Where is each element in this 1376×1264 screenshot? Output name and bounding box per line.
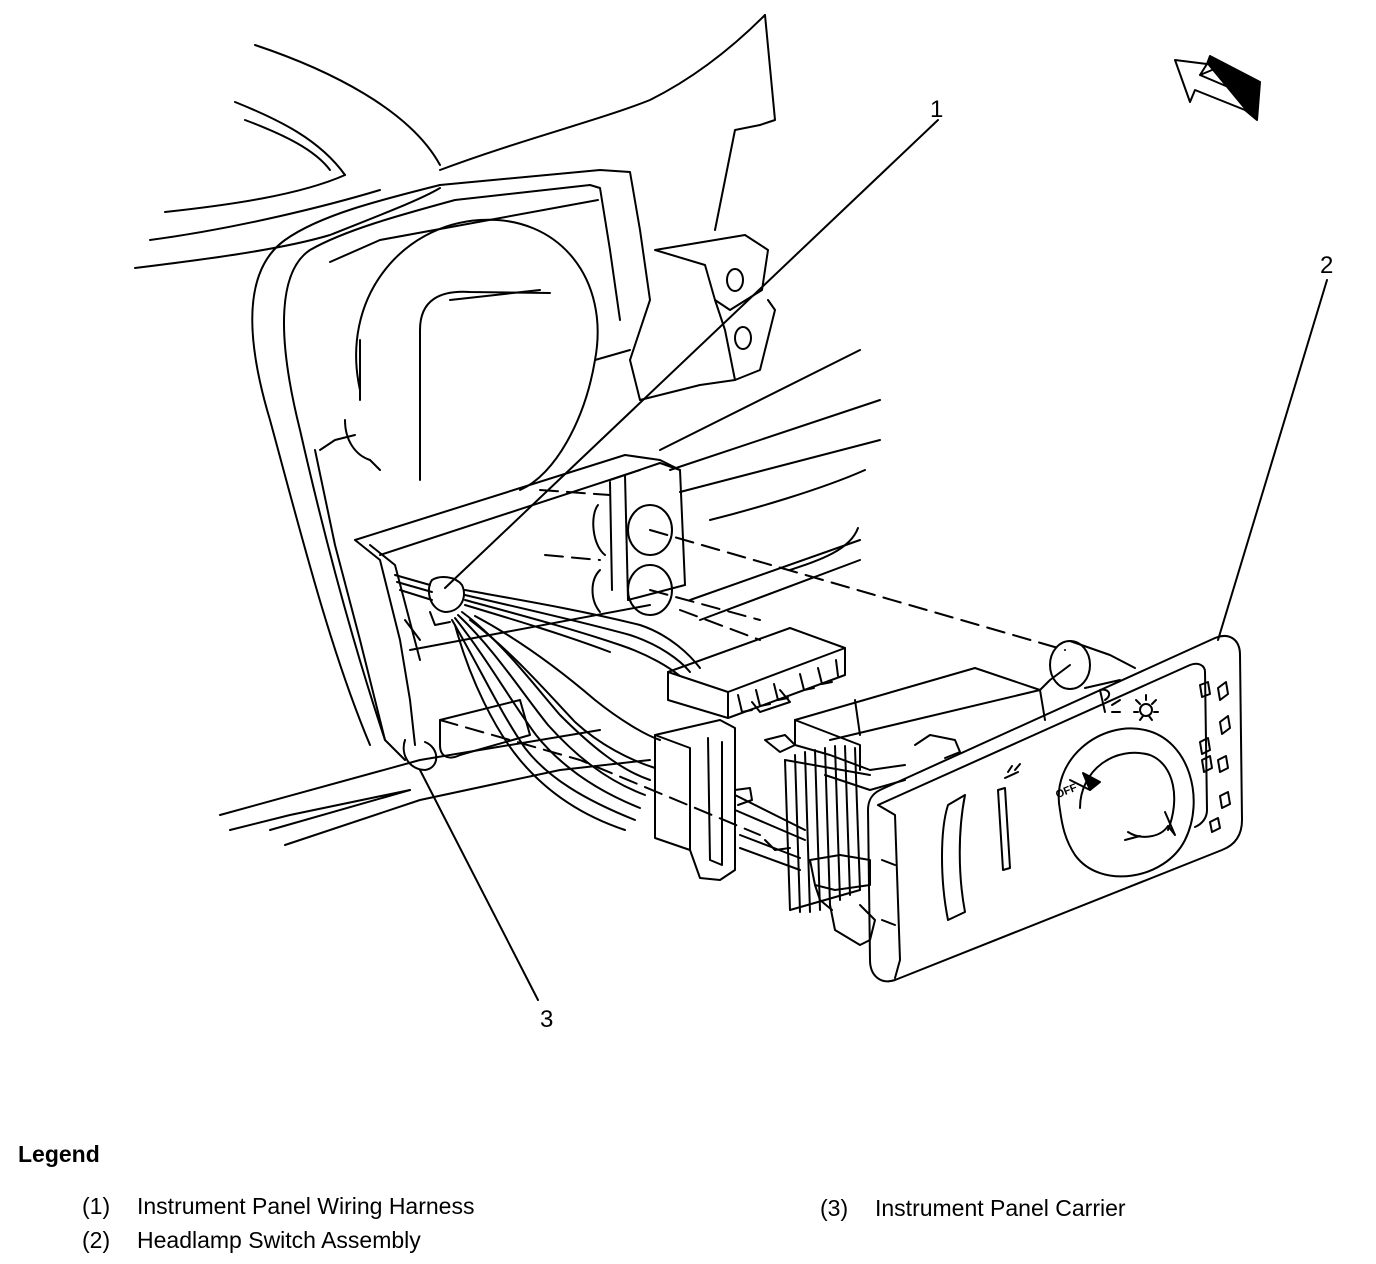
legend-item-3: (3) Instrument Panel Carrier <box>820 1194 1126 1222</box>
legend-item-label: Headlamp Switch Assembly <box>137 1227 421 1253</box>
alignment-lines <box>440 490 1065 835</box>
legend-title: Legend <box>18 1141 100 1167</box>
legend-item-1: (1) Instrument Panel Wiring Harness <box>82 1192 474 1220</box>
mounting-bracket <box>630 235 775 400</box>
dash-upper-panel <box>135 15 775 268</box>
legend-item-number: (1) <box>82 1193 111 1219</box>
callout-3: 3 <box>540 1006 554 1033</box>
orientation-arrow <box>1175 56 1260 120</box>
callout-1: 1 <box>930 96 944 123</box>
switch-mount-frame <box>355 455 858 745</box>
legend-item-label: Instrument Panel Wiring Harness <box>137 1193 475 1219</box>
headlamp-switch-bezel <box>868 636 1242 981</box>
legend-item-2: (2) Headlamp Switch Assembly <box>82 1226 421 1254</box>
callout-2: 2 <box>1320 252 1334 279</box>
headlamp-switch-diagram <box>0 0 1376 1120</box>
legend-item-number: (2) <box>82 1227 111 1253</box>
harness-connector-right <box>668 628 845 718</box>
callout-leader-lines <box>420 120 1327 1000</box>
harness-connector-left <box>655 720 805 880</box>
wiring-harness <box>395 575 700 830</box>
legend-item-label: Instrument Panel Carrier <box>875 1195 1126 1221</box>
dash-surface-lines <box>660 350 880 620</box>
lower-carrier <box>220 605 650 845</box>
headlamp-switch-housing <box>795 641 1135 790</box>
legend-item-number: (3) <box>820 1195 849 1221</box>
gauge-opening <box>345 220 630 490</box>
switch-heat-sink <box>765 735 875 945</box>
